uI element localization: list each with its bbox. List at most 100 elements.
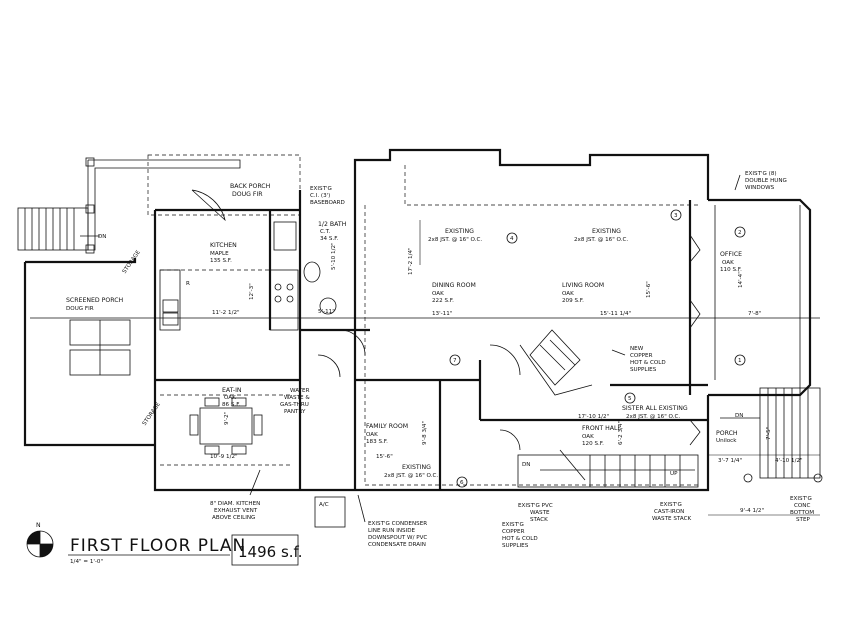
svg-text:STACK: STACK [530, 517, 548, 523]
porch-stair-dn-label: DN [735, 413, 744, 419]
room-porch: PORCH Unilock [716, 430, 738, 444]
svg-text:209 S.F.: 209 S.F. [562, 298, 584, 304]
svg-text:PORCH: PORCH [716, 430, 738, 437]
note-copper-supplies: EXIST'G COPPER HOT & COLD SUPPLIES [502, 522, 538, 549]
svg-text:C.I. (3'): C.I. (3') [310, 193, 330, 199]
tag-markers: 1 2 3 4 5 6 7 [449, 209, 746, 488]
svg-text:17'-10 1/2": 17'-10 1/2" [578, 414, 610, 420]
room-front-hall: FRONT HALL OAK 120 S.F. [582, 425, 621, 447]
door-swings [317, 234, 701, 451]
storage-label: STORAGE [142, 401, 162, 427]
svg-text:SUPPLIES: SUPPLIES [502, 543, 529, 549]
joist-family-l1: EXISTING [402, 464, 431, 471]
svg-text:CAST-IRON: CAST-IRON [654, 509, 684, 515]
joist-dining-l2: 2x8 JST. @ 16" O.C. [428, 237, 482, 243]
svg-text:EXIST'G: EXIST'G [502, 522, 524, 528]
exterior-walls [153, 148, 812, 492]
svg-text:BASEBOARD: BASEBOARD [310, 200, 345, 206]
svg-text:EXIST'G: EXIST'G [790, 496, 812, 502]
svg-text:WASTE STACK: WASTE STACK [652, 516, 691, 522]
svg-text:135 S.F.: 135 S.F. [210, 258, 232, 264]
svg-text:BACK PORCH: BACK PORCH [230, 183, 271, 190]
svg-text:OAK: OAK [432, 291, 444, 297]
plan-scale: 1/4" = 1'-0" [70, 559, 103, 565]
svg-text:WATER: WATER [290, 388, 310, 394]
svg-text:DOUG FIR: DOUG FIR [232, 191, 263, 198]
svg-text:GAS-THRU: GAS-THRU [280, 402, 309, 408]
joist-dining-l1: EXISTING [445, 228, 474, 235]
front-porch-stair [720, 387, 823, 483]
room-eat-in: EAT-IN OAK 86 S.F. [222, 387, 242, 408]
note-cast-iron: EXIST'G CAST-IRON WASTE STACK [652, 502, 691, 522]
joist-notes: EXISTING 2x8 JST. @ 16" O.C. EXISTING 2x… [384, 228, 688, 479]
svg-text:EXIST'G: EXIST'G [660, 502, 682, 508]
svg-text:FAMILY ROOM: FAMILY ROOM [366, 423, 408, 430]
svg-text:OAK: OAK [722, 260, 734, 266]
svg-text:1: 1 [738, 358, 742, 364]
svg-text:14'-4": 14'-4" [738, 271, 744, 288]
svg-text:EXHAUST VENT: EXHAUST VENT [214, 508, 258, 514]
svg-text:86 S.F.: 86 S.F. [222, 402, 241, 408]
svg-text:13'-11": 13'-11" [432, 311, 453, 317]
svg-text:COPPER: COPPER [630, 353, 653, 359]
hall-stair-up-label: UP [670, 471, 678, 477]
range-label: R [186, 281, 190, 287]
svg-text:COPPER: COPPER [502, 529, 525, 535]
north-label: N [36, 522, 41, 529]
dimension-lines [419, 220, 820, 516]
svg-text:11'-2 1/2": 11'-2 1/2" [212, 310, 240, 316]
svg-text:4'-10 1/2": 4'-10 1/2" [775, 458, 803, 464]
fireplace [519, 329, 593, 396]
svg-text:34 S.F.: 34 S.F. [320, 236, 339, 242]
svg-text:9'-8 3/4": 9'-8 3/4" [422, 421, 428, 445]
svg-text:3: 3 [674, 213, 678, 219]
room-half-bath: 1/2 BATH C.T. 34 S.F. [318, 221, 347, 242]
joist-family-l2: 2x8 JST. @ 16" O.C. [384, 473, 438, 479]
dimension-labels: 11'-2 1/2" 12'-3" 5'-10 1/2" 5'-11" 17'-… [210, 242, 803, 514]
svg-text:OAK: OAK [562, 291, 574, 297]
back-deck: DN [17, 157, 241, 254]
front-hall-stair [517, 449, 699, 488]
hall-stair-dn-label: DN [522, 462, 531, 468]
svg-text:183 S.F.: 183 S.F. [366, 439, 388, 445]
note-pvc-stack: EXIST'G PVC WASTE STACK [518, 503, 553, 523]
svg-text:WASTE: WASTE [530, 510, 550, 516]
joist-hall-l2: 2x8 JST. @ 16" O.C. [626, 414, 680, 420]
svg-text:OAK: OAK [366, 432, 378, 438]
note-new-copper: NEW COPPER HOT & COLD SUPPLIES [611, 346, 666, 373]
svg-text:8" DIAM. KITCHEN: 8" DIAM. KITCHEN [210, 501, 260, 507]
svg-text:Unilock: Unilock [716, 438, 737, 444]
screened-porch-outline [23, 258, 155, 447]
svg-text:OAK: OAK [582, 434, 594, 440]
note-baseboard: EXIST'G C.I. (3') BASEBOARD [310, 186, 345, 206]
svg-text:KITCHEN: KITCHEN [210, 242, 237, 249]
svg-text:LINE RUN INSIDE: LINE RUN INSIDE [368, 528, 416, 534]
svg-text:SUPPLIES: SUPPLIES [630, 367, 657, 373]
svg-text:HOT & COLD: HOT & COLD [502, 536, 538, 542]
svg-text:STEP: STEP [796, 517, 811, 523]
svg-text:DOUBLE HUNG: DOUBLE HUNG [745, 178, 787, 184]
room-back-porch: BACK PORCH DOUG FIR [230, 183, 271, 198]
svg-text:7: 7 [453, 358, 457, 364]
svg-text:WINDOWS: WINDOWS [745, 185, 775, 191]
dashed-overlay [147, 154, 700, 486]
svg-text:17'-2 1/4": 17'-2 1/4" [408, 247, 414, 275]
area-box [231, 534, 299, 566]
svg-text:5: 5 [628, 396, 632, 402]
svg-text:6'-2 3/4": 6'-2 3/4" [618, 421, 624, 445]
svg-text:110 S.F.: 110 S.F. [720, 267, 742, 273]
svg-text:6: 6 [460, 480, 464, 486]
svg-text:MAPLE: MAPLE [210, 251, 229, 257]
room-dining-room: DINING ROOM OAK 222 S.F. [432, 282, 476, 304]
svg-text:FRONT HALL: FRONT HALL [582, 425, 621, 432]
svg-text:15'-6": 15'-6" [646, 281, 652, 298]
ac-unit [314, 496, 346, 528]
svg-text:120 S.F.: 120 S.F. [582, 441, 604, 447]
room-labels: BACK PORCH DOUG FIR KITCHEN MAPLE 135 S.… [66, 183, 742, 447]
svg-text:HOT & COLD: HOT & COLD [630, 360, 666, 366]
svg-text:LIVING ROOM: LIVING ROOM [562, 282, 604, 289]
svg-text:7'-8": 7'-8" [748, 311, 762, 317]
joist-living-l2: 2x8 JST. @ 16" O.C. [574, 237, 628, 243]
svg-text:7'-5": 7'-5" [766, 426, 772, 440]
